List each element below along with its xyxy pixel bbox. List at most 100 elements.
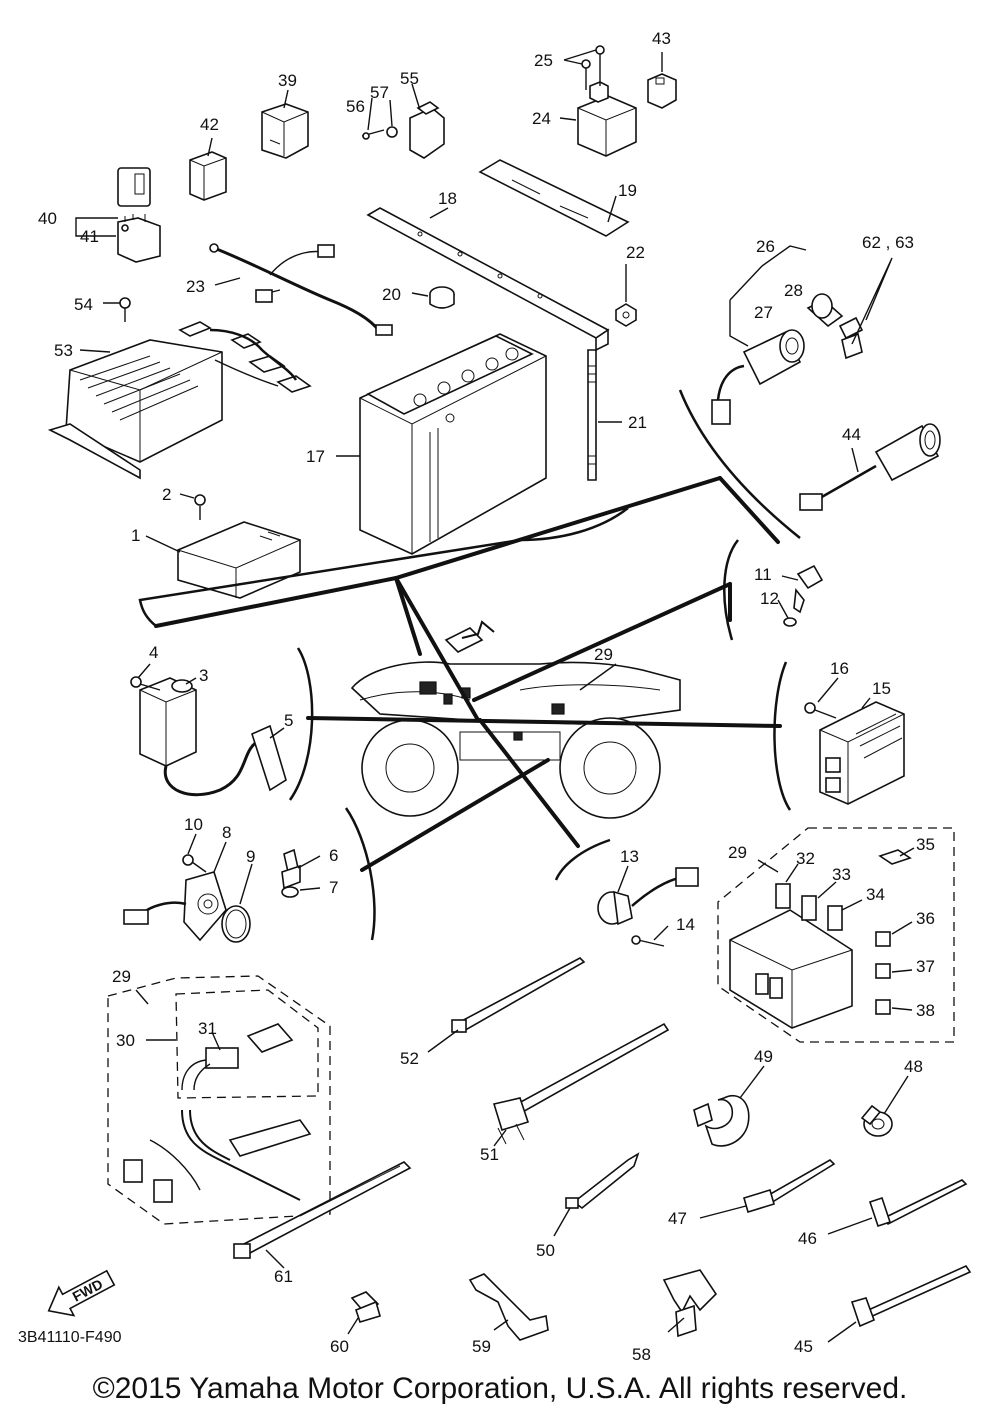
part-number-label: 36 [916,909,935,928]
part-number-label: 14 [676,915,695,934]
battery-17-illustration [359,333,547,555]
part-number-label: 21 [628,413,647,432]
part-number-label: 42 [200,115,219,134]
part-number-label: 60 [330,1337,349,1356]
part-number-label: 11 [754,565,772,584]
part-number-label: 57 [370,83,389,102]
part-number-label: 13 [620,847,639,866]
part-number-label: 6 [329,846,338,865]
part-number-label: 12 [760,589,779,608]
part-number-label: 17 [306,447,325,466]
part-number-label: 41 [80,227,99,246]
harness-29-illustration [123,1023,312,1203]
cable-tie-45-illustration [850,1264,972,1328]
sensor-13-illustration [597,867,699,947]
part-number-label: 62 , 63 [862,233,914,252]
fuse-box-29-illustration [729,849,912,1029]
nut-22-illustration [615,303,637,327]
part-number-label: 55 [400,69,419,88]
part-number-label: 24 [532,109,551,128]
part-number-label: 20 [382,285,401,304]
part-number-label: 25 [534,51,553,70]
part-number-label: 45 [794,1337,813,1356]
part-number-label: 9 [246,847,255,866]
ignition-coil-3-illustration [130,676,287,797]
cable-tie-47-illustration [743,1159,836,1214]
part-number-label: 28 [784,281,803,300]
part-number-label: 26 [756,237,775,256]
cable-tie-50-illustration [565,1152,640,1210]
part-number-label: 35 [916,835,935,854]
clamp-49-illustration [693,1095,750,1147]
screw-54-illustration [119,297,131,322]
screw-2-illustration [194,494,206,520]
part-number-label: 31 [198,1019,217,1038]
key-cap-28-illustration [806,293,864,360]
damper-20-illustration [429,286,455,309]
cable-tie-52-illustration [451,957,586,1034]
part-number-label: 52 [400,1049,419,1068]
part-number-label: 33 [832,865,851,884]
cable-tie-46-illustration [868,1179,968,1228]
diagram-code: 3B41110-F490 [18,1329,122,1346]
part-number-label: 1 [131,526,140,545]
part-number-label: 15 [872,679,891,698]
part-number-label: 2 [162,485,171,504]
part-number-label: 22 [626,243,645,262]
part-number-label: 61 [274,1267,293,1286]
main-switch-27-illustration [711,329,805,425]
part-number-label: 44 [842,425,861,444]
part-number-label: 8 [222,823,231,842]
part-number-label: 16 [830,659,849,678]
part-number-label: 58 [632,1345,651,1364]
clamp-60-illustration [350,1291,381,1323]
bolt-21-illustration [587,349,597,481]
part-number-label: 5 [284,711,293,730]
sub-harness-23-illustration [209,243,393,336]
cdi-unit-1-illustration [177,521,301,599]
part-number-label: 19 [618,181,637,200]
part-number-label: 59 [472,1337,491,1356]
clamp-59-illustration [468,1273,549,1341]
switch-6-illustration [281,848,301,898]
part-number-label: 10 [184,815,203,834]
svg-text:FWD: FWD [70,1276,106,1305]
part-number-label: 49 [754,1047,773,1066]
relay-40-illustration [117,167,161,263]
cable-tie-61-illustration [233,1161,412,1259]
part-number-labels: 1 2 3 4 5 6 7 8 9 10 11 12 13 14 15 16 1… [38,29,935,1364]
dc-socket-44-illustration [799,423,941,511]
part-number-label: 3 [199,666,208,685]
part-number-label: 18 [438,189,457,208]
part-number-label: 32 [796,849,815,868]
part-number-label: 29 [594,645,613,664]
relay-42-illustration [189,151,227,201]
part-number-label: 30 [116,1031,135,1050]
ecu-53-illustration [47,224,312,480]
copyright-notice: ©2015 Yamaha Motor Corporation, U.S.A. A… [92,1372,908,1405]
part-number-label: 23 [186,277,205,296]
part-number-label: 56 [346,97,365,116]
relay-39-illustration [261,103,309,159]
fwd-arrow-icon: FWD [47,1269,116,1317]
clamp-48-illustration [860,1104,893,1137]
sensor-55-illustration [361,101,445,159]
part-number-label: 7 [329,878,338,897]
part-number-label: 39 [278,71,297,90]
cable-tie-51-illustration [492,1022,670,1145]
part-number-label: 27 [754,303,773,322]
fuse-43-illustration [647,73,677,109]
part-number-label: 29 [112,967,131,986]
part-number-label: 29 [728,843,747,862]
clamp-58-illustration [662,1269,718,1338]
part-number-label: 37 [916,957,935,976]
part-number-label: 38 [916,1001,935,1020]
part-number-label: 47 [668,1209,687,1228]
part-number-label: 4 [149,643,158,662]
cover-19-illustration [478,159,630,237]
part-number-label: 54 [74,295,93,314]
sensor-11-illustration [783,564,824,627]
part-number-label: 40 [38,209,57,228]
starter-relay-24-illustration [577,45,637,157]
